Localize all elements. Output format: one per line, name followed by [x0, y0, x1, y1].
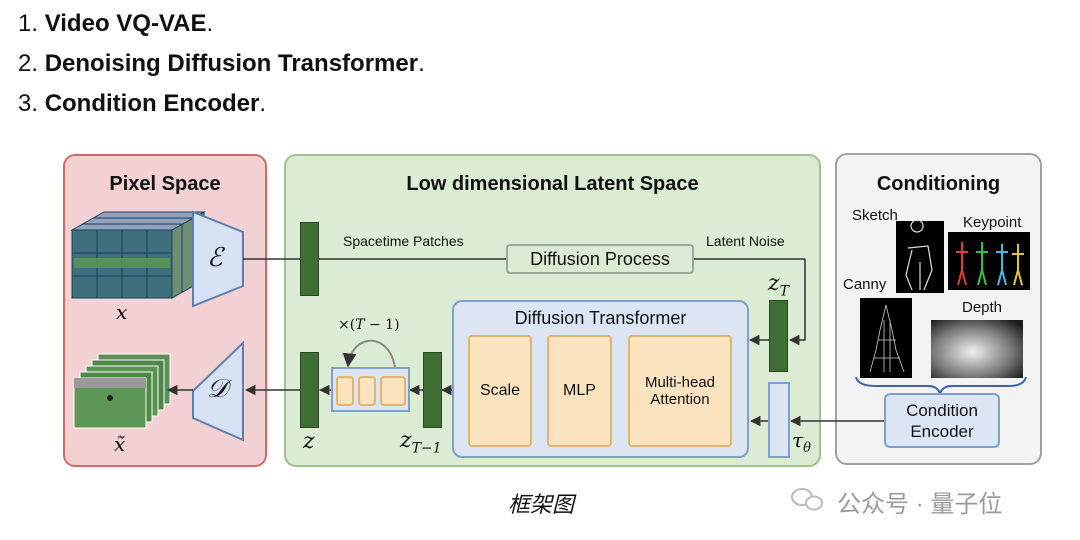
- list-bold: Video VQ-VAE: [44, 10, 207, 37]
- tau-symbol: 𝜏: [792, 428, 804, 452]
- list-tail: .: [206, 10, 214, 37]
- list-item-2: 2. Denoising Diffusion Transformer.: [18, 50, 425, 78]
- x-label: 𝑥: [116, 300, 128, 324]
- repeat-cell-1: [336, 376, 354, 406]
- repeat-block: [331, 367, 410, 412]
- depth-label: Depth: [962, 299, 1003, 316]
- list-item-1: 1. Video VQ-VAE.: [18, 10, 213, 38]
- zT1-subscript: 𝑇−1: [411, 440, 442, 457]
- decoder-block: [192, 340, 244, 442]
- list-bold: Denoising Diffusion Transformer: [44, 50, 419, 77]
- wechat-logo-icon: [791, 488, 823, 511]
- repeat-cell-2: [358, 376, 376, 406]
- zT-label: 𝑧𝑇: [768, 271, 789, 299]
- scale-block: Scale: [468, 335, 532, 447]
- list-tail: .: [259, 90, 267, 117]
- latent-bar-zT1: [423, 352, 442, 428]
- repeat-label: ×(𝑇 − 1): [338, 317, 400, 333]
- tau-bar: [768, 382, 790, 458]
- sketch-image: [896, 219, 944, 293]
- video-cube-input: [70, 211, 206, 299]
- zT1-label: 𝑧𝑇−1: [400, 428, 442, 456]
- canny-image: [860, 298, 912, 378]
- mlp-block: MLP: [547, 335, 612, 447]
- figure-caption: 框架图: [508, 492, 575, 517]
- x-tilde-label: 𝑥̃: [114, 432, 126, 456]
- diffusion-process-box: Diffusion Process: [506, 244, 694, 274]
- tau-subscript: 𝜃: [803, 441, 811, 456]
- attention-block: Multi-head Attention: [628, 335, 732, 447]
- video-frames-output: [73, 353, 171, 429]
- list-number: 1.: [18, 10, 45, 37]
- z-label: 𝑧: [303, 429, 315, 454]
- zT1-symbol: 𝑧: [400, 428, 412, 453]
- sketch-label: Sketch: [852, 207, 898, 224]
- latent-noise-label: Latent Noise: [706, 233, 785, 249]
- encoder-block: [192, 210, 244, 308]
- keypoint-label: Keypoint: [963, 214, 1022, 231]
- list-number: 2.: [18, 50, 45, 77]
- list-number: 3.: [18, 90, 45, 117]
- decoder-label: 𝒟: [207, 374, 228, 404]
- conditioning-title: Conditioning: [876, 173, 1001, 195]
- repeat-cell-3: [380, 376, 406, 406]
- list-tail: .: [418, 50, 425, 77]
- latent-space-title: Low dimensional Latent Space: [406, 173, 699, 195]
- list-item-3: 3. Condition Encoder.: [18, 90, 266, 118]
- zT-subscript: 𝑇: [779, 283, 789, 300]
- list-bold: Condition Encoder: [44, 90, 260, 117]
- latent-bar-zT: [769, 300, 788, 372]
- depth-image: [931, 320, 1023, 378]
- latent-bar-patches: [300, 222, 319, 296]
- repeat-arrow: [342, 339, 396, 369]
- spacetime-patches-label: Spacetime Patches: [343, 233, 464, 249]
- tau-label: 𝜏𝜃: [792, 428, 811, 456]
- zT-symbol: 𝑧: [768, 271, 780, 296]
- pixel-space-title: Pixel Space: [109, 173, 221, 195]
- latent-bar-z: [300, 352, 319, 428]
- keypoint-image: [948, 232, 1030, 290]
- watermark-text: 公众号 · 量子位: [837, 491, 1003, 518]
- diffusion-transformer-title: Diffusion Transformer: [514, 308, 687, 328]
- canny-label: Canny: [843, 276, 887, 293]
- condition-encoder-box: Condition Encoder: [884, 393, 1000, 448]
- condition-brace: [855, 376, 1027, 395]
- encoder-label: ℰ: [207, 243, 223, 273]
